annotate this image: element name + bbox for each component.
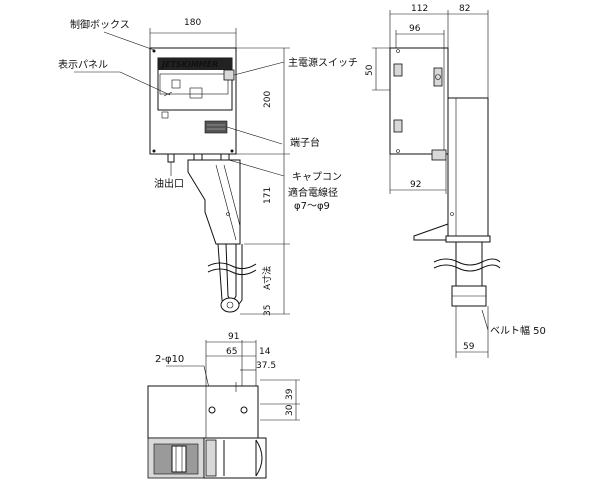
dim-plan-91: 91 bbox=[228, 332, 239, 342]
label-cap-con: キャプコン bbox=[292, 171, 342, 183]
dim-plan-37-5: 37.5 bbox=[256, 361, 276, 371]
front-view: 180 JETSKIMMER bbox=[58, 18, 358, 316]
dim-plan-14: 14 bbox=[259, 347, 271, 357]
brand-plate bbox=[158, 58, 232, 70]
dim-a: A寸法 bbox=[261, 266, 273, 290]
label-belt-width: ベルト幅 50 bbox=[490, 324, 546, 337]
dim-belt-unit: 59 bbox=[463, 342, 475, 352]
dim-plan-39: 39 bbox=[285, 388, 295, 400]
belt-roller bbox=[220, 297, 240, 313]
main-power-switch bbox=[223, 69, 235, 81]
dim-plan-30: 30 bbox=[285, 404, 295, 416]
label-wire-dia: 適合電線径 bbox=[288, 186, 338, 199]
label-control-box: 制御ボックス bbox=[70, 18, 130, 31]
lower-frame bbox=[187, 159, 241, 245]
label-wire-range: φ7〜φ9 bbox=[294, 201, 330, 212]
label-oil-outlet: 油出口 bbox=[154, 177, 184, 190]
dim-lower-height: 171 bbox=[263, 187, 273, 204]
label-holes: 2-φ10 bbox=[155, 354, 184, 365]
brand-logo: JETSKIMMER bbox=[160, 60, 218, 69]
dim-side-inner: 96 bbox=[409, 24, 421, 34]
mount-hole-2 bbox=[240, 406, 248, 414]
side-column bbox=[447, 97, 489, 237]
label-terminal-block: 端子台 bbox=[290, 136, 320, 149]
dim-side-extension: 82 bbox=[459, 4, 470, 14]
mount-hole-1 bbox=[208, 406, 216, 414]
plan-body bbox=[147, 385, 259, 439]
terminal-block bbox=[204, 120, 228, 134]
dim-plan-65: 65 bbox=[226, 347, 237, 357]
label-main-power-switch: 主電源スイッチ bbox=[288, 56, 358, 69]
side-view: 112 82 96 50 92 bbox=[365, 4, 546, 358]
dim-front-width: 180 bbox=[184, 18, 201, 28]
dim-side-bottom: 92 bbox=[410, 180, 421, 190]
plan-view: 91 65 14 37.5 39 30 2-φ10 bbox=[147, 332, 300, 479]
dim-side-top: 50 bbox=[365, 64, 375, 76]
dim-bottom-offset: 35 bbox=[263, 305, 273, 316]
label-display-panel: 表示パネル bbox=[58, 58, 108, 71]
dim-side-depth: 112 bbox=[411, 4, 428, 14]
oil-outlet bbox=[167, 153, 175, 163]
dim-box-height: 200 bbox=[263, 91, 273, 108]
